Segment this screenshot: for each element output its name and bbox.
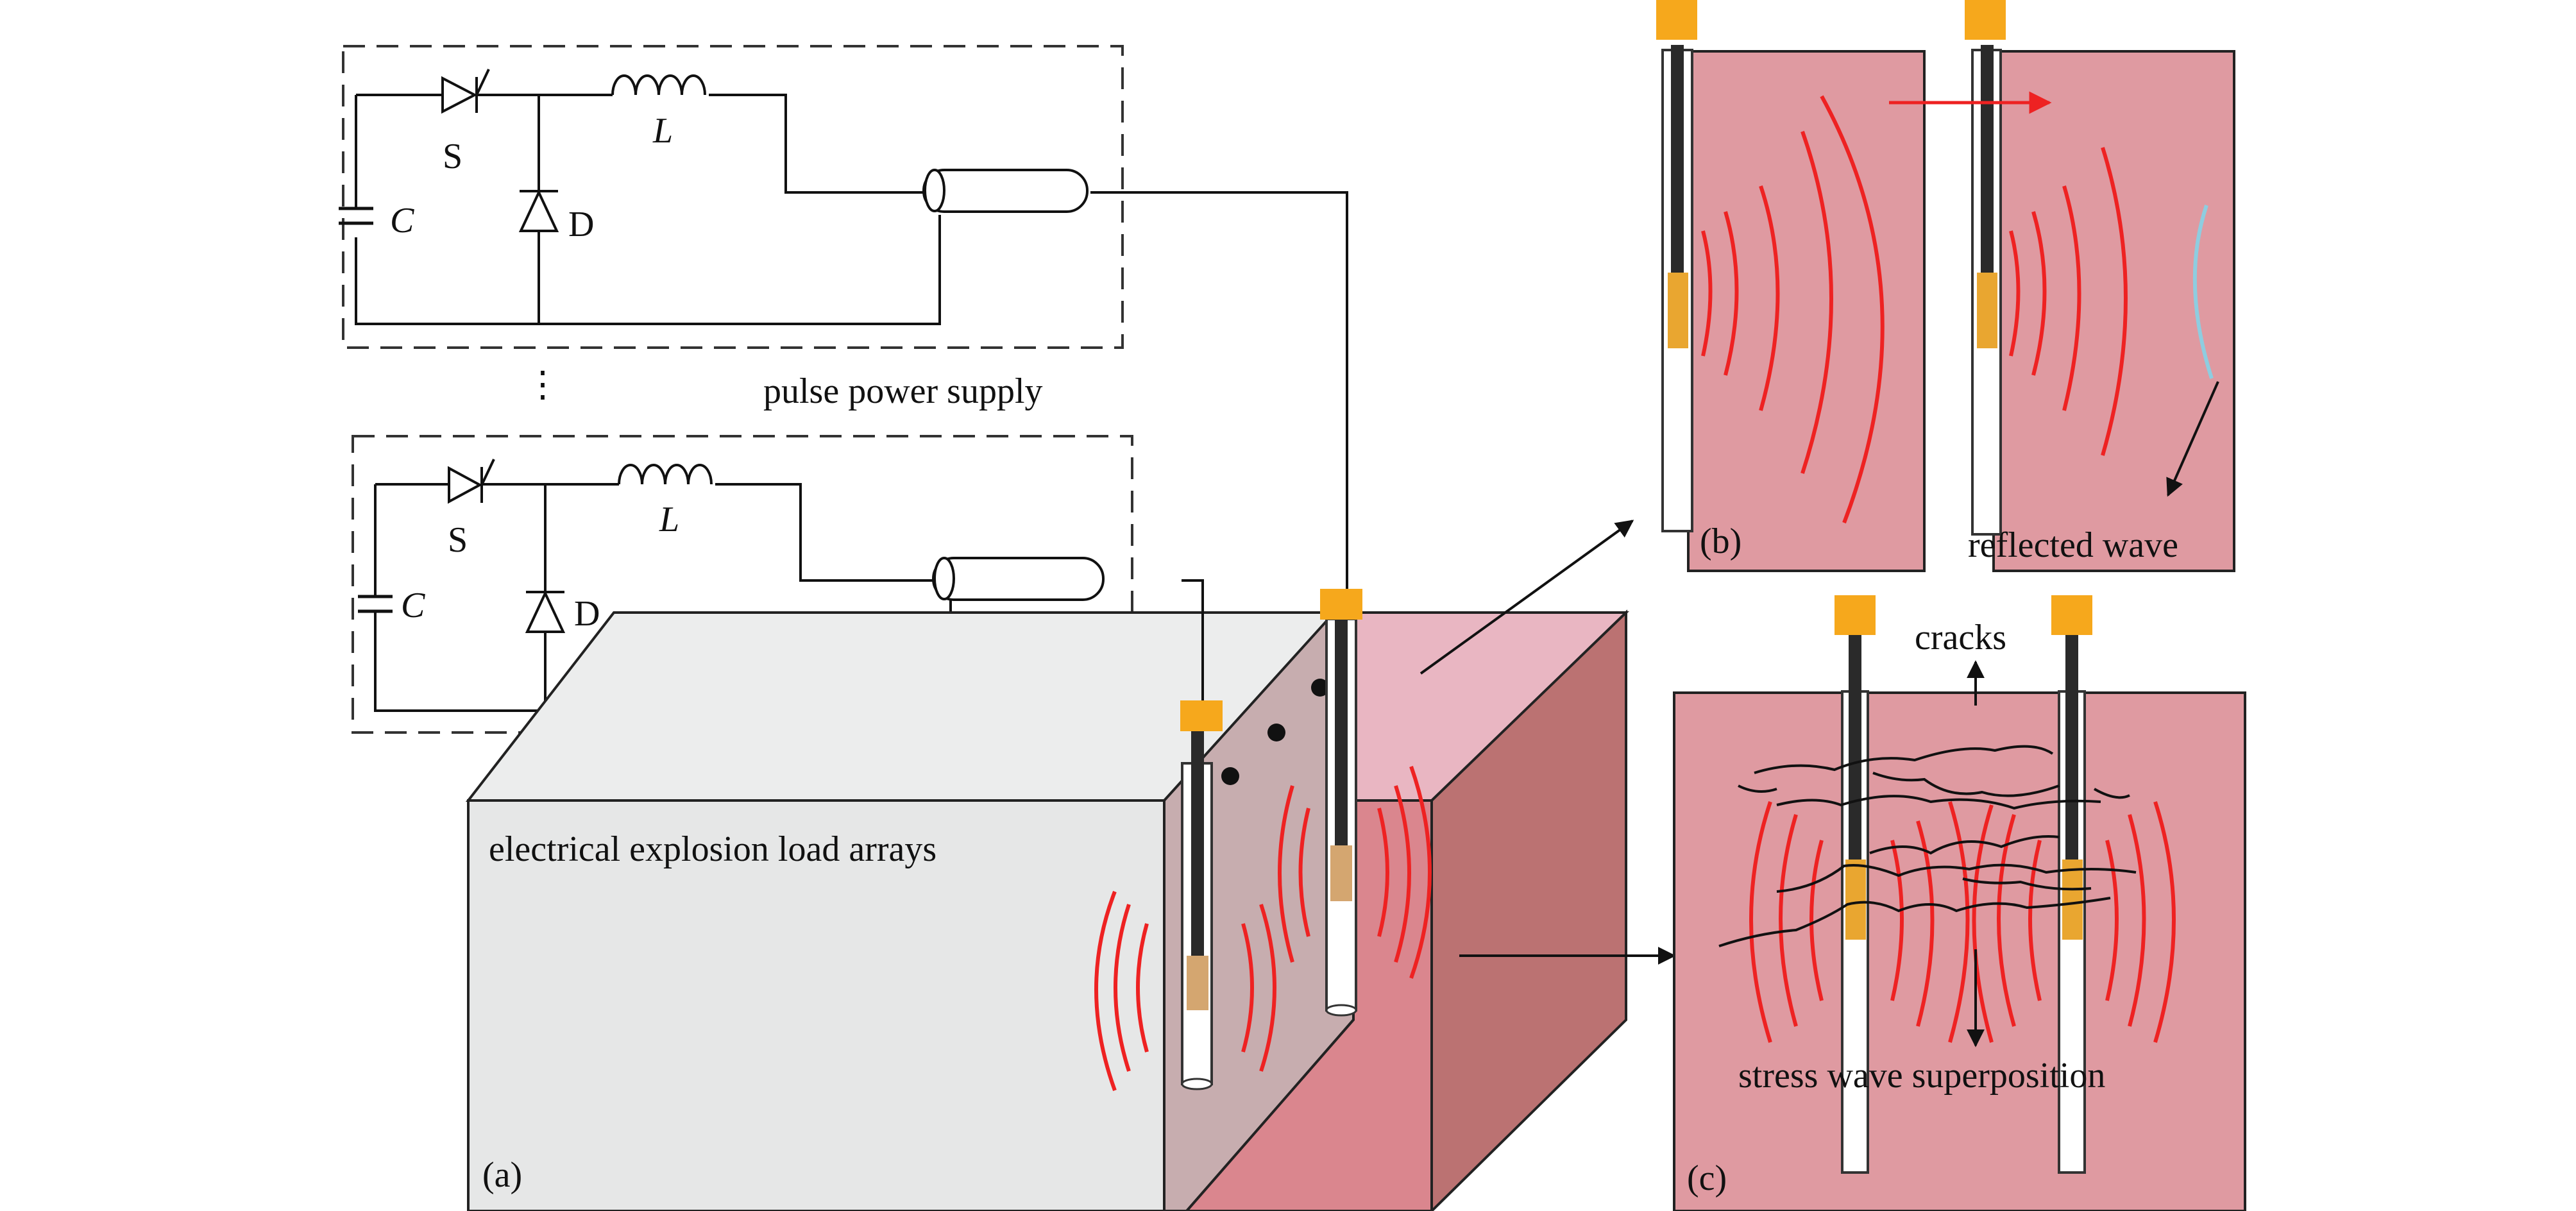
circuit-1-inductor-symbol <box>611 74 706 96</box>
panel-c-cracks <box>1718 745 2137 947</box>
panel-b-left-waves <box>1701 95 1885 524</box>
circuit-2-capacitor-symbol <box>358 595 393 613</box>
electrode-load-1 <box>1180 579 1223 1090</box>
circuit-module-2: S D L C <box>352 435 1133 734</box>
reflected-wave-curve <box>2192 205 2214 379</box>
panel-c-electrode-head-left <box>1835 595 1876 635</box>
circuit-1-switch-label: S <box>443 137 462 176</box>
panel-c-label: (c) <box>1687 1158 1727 1198</box>
circuit-1-boundary <box>342 45 1124 349</box>
circuit-2-boundary <box>352 435 1133 734</box>
circuit-2-diode-label: D <box>574 594 600 634</box>
electrode-load-2 <box>1090 191 1362 1017</box>
circuit-1-diode-label: D <box>568 205 594 244</box>
panel-c-waves <box>1749 801 2176 1043</box>
pulse-power-supply-label: pulse power supply <box>763 371 1043 411</box>
circuit-2-coax-cable <box>932 557 1105 601</box>
borehole-dot <box>1311 679 1329 697</box>
electrode-2-head <box>1320 589 1362 620</box>
circuit-1-top-wire-b <box>709 94 924 194</box>
circuit-1-thyristor-symbol <box>441 69 490 114</box>
stress-wave-superposition-label: stress wave superposition <box>1738 1056 2105 1096</box>
panel-b-right-waves <box>2009 147 2128 456</box>
stress-waves-a-left <box>1094 890 1276 1092</box>
circuit-ellipsis: ⋮ <box>525 365 561 405</box>
panel-c: cracks stress wave superposition (c) <box>1673 595 2246 1211</box>
circuit-1-left-bus <box>355 95 941 325</box>
circuit-2-thyristor-symbol <box>448 459 495 504</box>
rock-front-face <box>467 799 1175 1211</box>
panel-b-left: (b) <box>1656 0 1926 572</box>
circuit-1-diode-symbol <box>518 189 559 232</box>
electrode-1-head <box>1180 700 1223 731</box>
load-arrays-label: electrical explosion load arrays <box>489 829 936 869</box>
borehole-dot <box>1267 724 1285 741</box>
circuit-2-switch-label: S <box>448 520 468 560</box>
panel-b-left-electrode-head <box>1656 0 1697 40</box>
circuit-2-capacitor-label: C <box>401 586 425 625</box>
circuit-2-inductor-symbol <box>618 464 713 485</box>
panel-c-electrode-head-right <box>2051 595 2092 635</box>
rock-side-face <box>1430 609 1627 1211</box>
panel-b-label: (b) <box>1700 521 1741 561</box>
circuit-1-capacitor-label: C <box>390 201 414 241</box>
circuit-2-inductor-label: L <box>659 500 679 539</box>
panel-a-label: (a) <box>482 1155 522 1195</box>
panel-b-right: reflected wave <box>1889 0 2235 572</box>
borehole-dot <box>1221 767 1239 785</box>
circuit-1-coax-cable <box>922 169 1089 213</box>
rock-top-pink-region <box>1334 613 1626 800</box>
circuit-1-inductor-label: L <box>652 111 673 151</box>
circuit-1-capacitor-symbol <box>339 207 373 225</box>
reflected-wave-label: reflected wave <box>1968 525 2178 565</box>
arrow-to-panel-b <box>1419 520 1634 675</box>
stress-waves-a-right <box>1278 766 1432 979</box>
reflected-wave-arrow <box>2166 381 2219 497</box>
circuit-module-1: S D L C <box>339 45 1124 349</box>
circuit-2-top-wire-b <box>715 483 940 582</box>
rock-block: electrical explosion load arrays (a) <box>465 191 1629 1211</box>
panel-b-right-electrode-head <box>1965 0 2006 40</box>
cracks-label: cracks <box>1915 618 2006 657</box>
circuit-2-diode-symbol <box>525 590 566 633</box>
